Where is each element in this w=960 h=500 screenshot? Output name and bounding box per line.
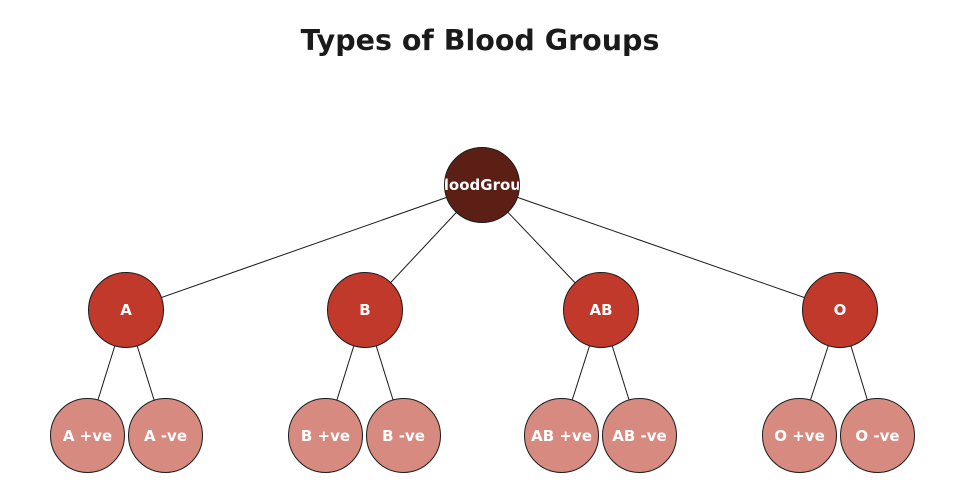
- node-o-label: O: [833, 301, 847, 319]
- node-a-negative: A -ve: [128, 398, 203, 473]
- edge-bloodgroup-a: [125, 184, 483, 311]
- node-o-positive-label: O +ve: [774, 426, 825, 445]
- node-ab-positive-label: AB +ve: [531, 426, 592, 445]
- node-b-negative-label: B -ve: [382, 426, 425, 445]
- diagram-title: Types of Blood Groups: [300, 24, 660, 57]
- node-o-negative: O -ve: [840, 398, 915, 473]
- node-o: O: [802, 272, 878, 348]
- node-a-label: A: [120, 301, 132, 319]
- node-b-positive-label: B +ve: [300, 426, 351, 445]
- node-ab: AB: [563, 272, 639, 348]
- edge-bloodgroup-o: [481, 184, 841, 311]
- node-a-negative-label: A -ve: [143, 426, 187, 445]
- node-b-positive: B +ve: [288, 398, 363, 473]
- node-ab-label: AB: [589, 301, 613, 319]
- node-a: A: [88, 272, 164, 348]
- node-b-negative: B -ve: [366, 398, 441, 473]
- node-a-positive: A +ve: [50, 398, 125, 473]
- node-o-positive: O +ve: [762, 398, 837, 473]
- node-b-label: B: [359, 301, 371, 319]
- node-o-negative-label: O -ve: [855, 426, 900, 445]
- node-ab-negative-label: AB -ve: [612, 426, 667, 445]
- node-ab-negative: AB -ve: [602, 398, 677, 473]
- node-a-positive-label: A +ve: [62, 426, 113, 445]
- node-b: B: [327, 272, 403, 348]
- node-ab-positive: AB +ve: [524, 398, 599, 473]
